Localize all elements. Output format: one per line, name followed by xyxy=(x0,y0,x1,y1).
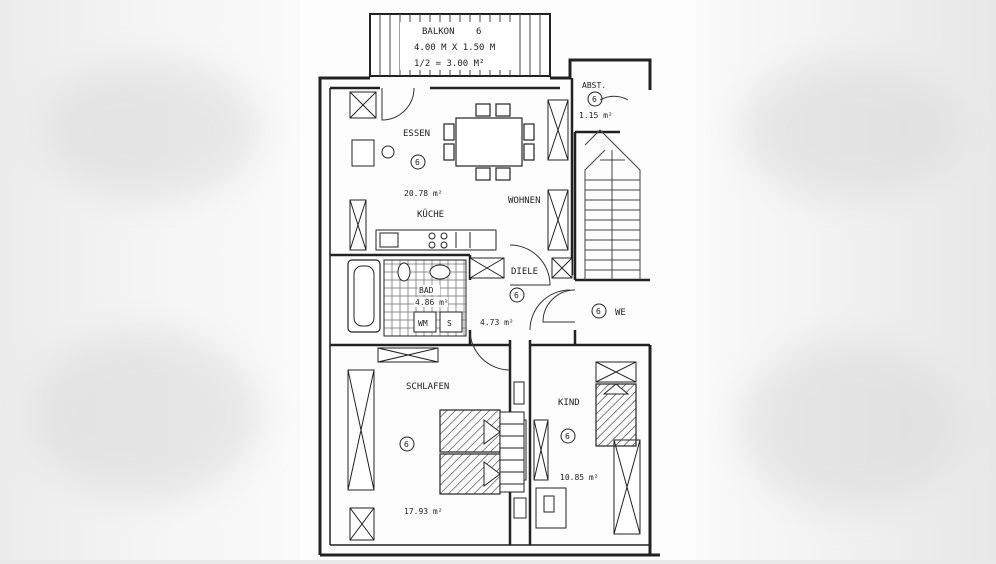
room-number-schlafen: 6 xyxy=(404,440,409,449)
room-marker-abst xyxy=(587,91,603,107)
room-number-kind: 6 xyxy=(565,432,570,441)
background-blur xyxy=(30,330,260,500)
balcony: BALKON 6 4.00 M X 1.50 M 1/2 = 3.00 M² xyxy=(369,13,551,77)
room-label-abst: ABST. xyxy=(582,81,606,90)
staircase xyxy=(584,129,641,280)
balcony-half-area: 1/2 = 3.00 M² xyxy=(414,59,484,69)
room-label-bad: BAD xyxy=(419,286,434,295)
room-label-kind: KIND xyxy=(558,398,580,408)
room-area-abst: 1.15 m² xyxy=(579,111,613,120)
room-marker-essen xyxy=(410,154,426,170)
balcony-number: 6 xyxy=(476,27,481,37)
room-label-diele: DIELE xyxy=(511,267,538,277)
bath-s-label: S xyxy=(447,319,452,328)
room-marker-schlafen xyxy=(399,436,415,452)
room-number-diele: 6 xyxy=(514,291,519,300)
bathroom: WM S xyxy=(347,259,467,337)
background-blur xyxy=(40,60,260,200)
doors xyxy=(381,87,629,371)
toilet xyxy=(397,262,411,282)
room-number-essen: 6 xyxy=(415,158,420,167)
room-area-wohnen: 20.78 m² xyxy=(404,189,443,198)
kitchen-counter xyxy=(351,139,497,251)
washing-machine xyxy=(413,311,437,333)
room-marker-diele xyxy=(509,287,525,303)
room-area-diele: 4.73 m² xyxy=(480,318,514,327)
outer-walls xyxy=(318,58,660,557)
floor-plan-image: BALKON 6 4.00 M X 1.50 M 1/2 = 3.00 M² xyxy=(300,0,696,560)
balcony-dimensions: 4.00 M X 1.50 M xyxy=(414,43,496,53)
washing-machine-label: WM xyxy=(418,319,428,328)
room-labels: ESSEN 6 20.78 m² WOHNEN KÜCHE ABST. 6 1.… xyxy=(399,81,626,516)
floor-plan: BALKON 6 4.00 M X 1.50 M 1/2 = 3.00 M² xyxy=(318,13,660,557)
room-area-kind: 10.85 m² xyxy=(560,473,599,482)
room-marker-we xyxy=(591,303,607,319)
room-label-wohnen: WOHNEN xyxy=(508,196,541,206)
background-blur xyxy=(740,340,960,510)
dining-table xyxy=(443,103,535,181)
room-label-essen: ESSEN xyxy=(403,129,430,139)
room-label-kueche: KÜCHE xyxy=(417,209,444,220)
room-marker-kind xyxy=(560,428,576,444)
room-number-we: 6 xyxy=(596,307,601,316)
background-blur xyxy=(740,60,960,200)
balcony-label: BALKON xyxy=(422,27,455,37)
room-label-schlafen: SCHLAFEN xyxy=(406,382,449,392)
room-area-schlafen: 17.93 m² xyxy=(404,507,443,516)
room-label-we: WE xyxy=(615,308,626,318)
sink xyxy=(429,264,451,280)
beds xyxy=(439,381,637,529)
room-area-bad: 4.86 m² xyxy=(415,298,449,307)
room-number-abst: 6 xyxy=(592,95,597,104)
